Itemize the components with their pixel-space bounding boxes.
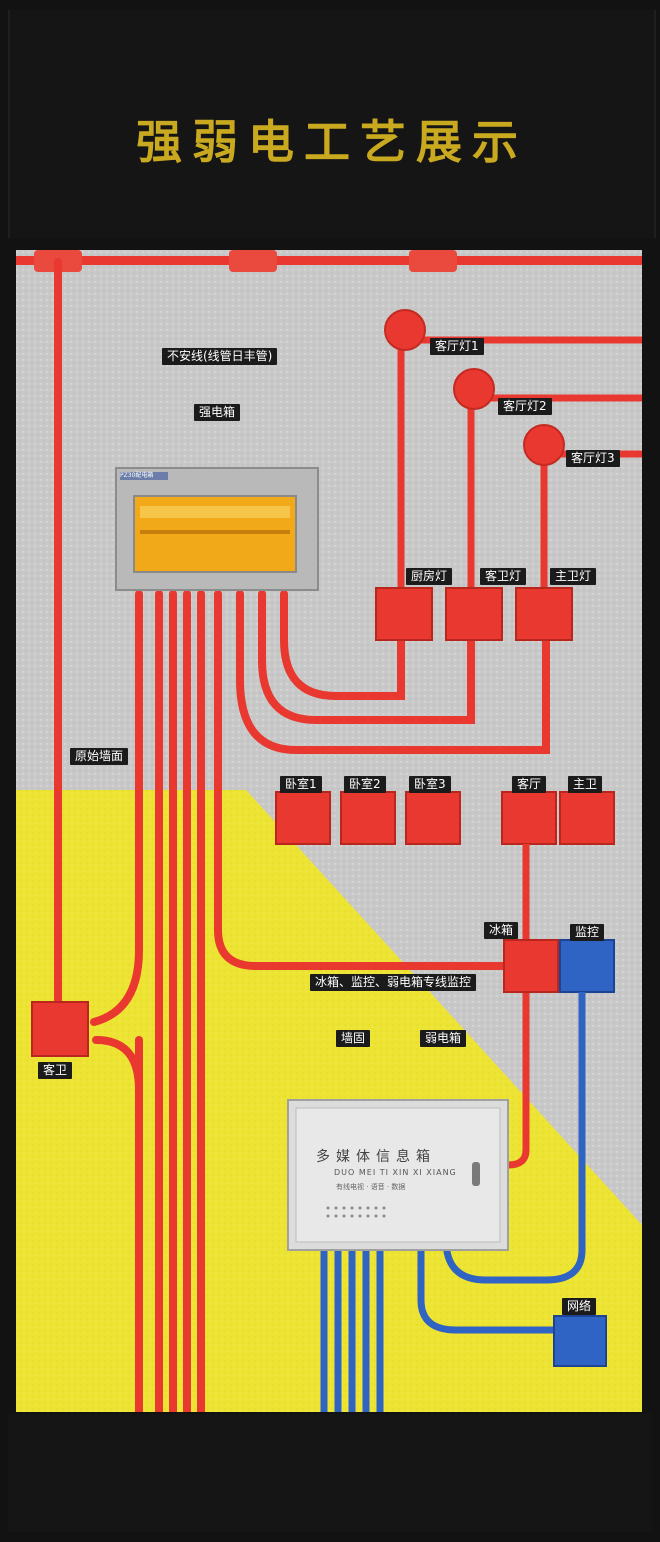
label-original-wall: 原始墙面: [70, 748, 129, 765]
label-living-light1: 客厅灯1: [430, 338, 484, 355]
label-dedicated-line: 冰箱、监控、弱电箱专线监控: [310, 974, 477, 991]
guest-bath-box: [31, 1001, 89, 1057]
label-master-bath-light: 主卫灯: [550, 568, 597, 585]
multimedia-box-sub: 有线电视 · 语音 · 数据: [336, 1183, 406, 1191]
label-living-light3: 客厅灯3: [566, 450, 620, 467]
label-bedroom1: 卧室1: [280, 776, 322, 793]
label-kitchen-light: 厨房灯: [406, 568, 453, 585]
label-monitor: 监控: [570, 924, 605, 941]
label-bedroom3: 卧室3: [409, 776, 451, 793]
page-title: 强弱电工艺展示: [136, 115, 528, 169]
board-illustration: [16, 250, 642, 1412]
label-master-bath: 主卫: [568, 776, 603, 793]
blue-conduits: [320, 992, 586, 1412]
left-conduits: [54, 258, 550, 1412]
label-strong-box: 强电箱: [194, 404, 241, 421]
multimedia-info-box: [287, 1099, 509, 1251]
bottom-band: [8, 1414, 652, 1532]
label-guest-bath: 客卫: [38, 1062, 73, 1079]
label-weak-box: 弱电箱: [420, 1030, 467, 1047]
fridge-box: [503, 939, 559, 993]
ceiling-light-boxes: [384, 309, 565, 466]
label-network: 网络: [562, 1298, 597, 1315]
display-board: 多媒体信息箱 DUO MEI TI XIN XI XIANG 有线电视 · 语音…: [16, 250, 642, 1412]
label-bedroom2: 卧室2: [344, 776, 386, 793]
label-living-light2: 客厅灯2: [498, 398, 552, 415]
fridge-conduits: [507, 844, 530, 1169]
multimedia-box-pinyin: DUO MEI TI XIN XI XIANG: [334, 1168, 457, 1177]
room-socket-boxes: [275, 791, 615, 845]
label-fridge: 冰箱: [484, 922, 519, 939]
network-box: [553, 1315, 607, 1367]
breaker-box-brand: PZ30配电箱: [120, 472, 154, 479]
label-living-room: 客厅: [512, 776, 547, 793]
top-conduit: [16, 250, 642, 272]
strong-electric-box: [115, 467, 319, 591]
multimedia-box-name: 多媒体信息箱: [316, 1149, 436, 1165]
label-guest-bath-light: 客卫灯: [480, 568, 527, 585]
monitor-box: [559, 939, 615, 993]
label-wall-fix: 墙固: [336, 1030, 371, 1047]
label-no-install: 不安线(线管日丰管): [162, 348, 278, 365]
light-junction-boxes: [375, 587, 573, 641]
title-band: 强弱电工艺展示: [8, 10, 656, 238]
